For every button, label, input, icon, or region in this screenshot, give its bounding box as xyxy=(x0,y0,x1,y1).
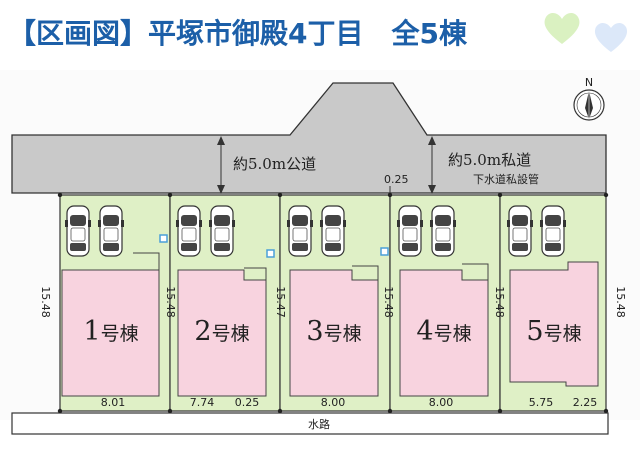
road-offset-label: 0.25 xyxy=(384,173,409,186)
lot-2-number: 2 xyxy=(194,316,211,347)
waterway-area xyxy=(11,412,609,435)
lot-1-width: 8.01 xyxy=(101,396,126,409)
left-depth: 15.48 xyxy=(39,286,52,318)
lot-3-width: 8.00 xyxy=(321,396,346,409)
boundary-depth-4-5: 15.48 xyxy=(493,286,506,318)
car-icon xyxy=(319,205,347,257)
north-arrow-icon xyxy=(573,89,605,121)
lot-2-width: 7.74 xyxy=(190,396,215,409)
road-private-dimension xyxy=(428,136,436,194)
road-area xyxy=(11,82,607,194)
page-title: 【区画図】平塚市御殿4丁目 全5棟 xyxy=(8,17,467,50)
north-label: N xyxy=(585,76,593,89)
lot-4-label: 4号棟 xyxy=(416,316,471,347)
car-icon xyxy=(396,205,424,257)
meter-box-icon xyxy=(159,234,168,243)
car-icon xyxy=(539,205,567,257)
road-private-note: 下水道私設管 xyxy=(473,172,539,186)
lot-3-suffix: 号棟 xyxy=(324,323,362,345)
road-public-dimension xyxy=(217,136,225,194)
blue-heart-icon xyxy=(594,22,628,52)
lot-5-width: 5.75 xyxy=(529,396,554,409)
car-icon xyxy=(64,205,92,257)
lot-2-suffix: 号棟 xyxy=(212,323,250,345)
waterway-label: 水路 xyxy=(308,418,330,431)
lot-3-number: 3 xyxy=(306,316,323,347)
lot-4-number: 4 xyxy=(416,316,433,347)
right-depth: 15.48 xyxy=(614,286,627,318)
lot-5-number: 5 xyxy=(526,316,543,347)
car-icon xyxy=(286,205,314,257)
boundary-depth-2-3: 15.47 xyxy=(274,286,287,318)
car-icon xyxy=(506,205,534,257)
boundary-depth-1-2: 15.48 xyxy=(164,286,177,318)
car-icon xyxy=(208,205,236,257)
lot-2-label: 2号棟 xyxy=(194,316,249,347)
boundary-depth-3-4: 15.48 xyxy=(382,286,395,318)
road-public-label: 約5.0m公道 xyxy=(233,155,316,173)
lot-5-extra-width: 2.25 xyxy=(573,396,598,409)
meter-box-icon xyxy=(266,249,275,258)
lot-1-number: 1 xyxy=(83,316,100,347)
car-icon xyxy=(175,205,203,257)
lot-4-width: 8.00 xyxy=(429,396,454,409)
lot-5-label: 5号棟 xyxy=(526,316,581,347)
lot-5-suffix: 号棟 xyxy=(544,323,582,345)
meter-box-icon xyxy=(380,247,389,256)
car-icon xyxy=(429,205,457,257)
lot-2-extra-width: 0.25 xyxy=(235,396,260,409)
green-heart-icon xyxy=(544,13,580,44)
lot-4-suffix: 号棟 xyxy=(434,323,472,345)
lot-3-label: 3号棟 xyxy=(306,316,361,347)
lot-1-suffix: 号棟 xyxy=(101,323,139,345)
lot-1-label: 1号棟 xyxy=(83,316,138,347)
car-icon xyxy=(97,205,125,257)
road-private-label: 約5.0m私道 xyxy=(448,151,531,169)
